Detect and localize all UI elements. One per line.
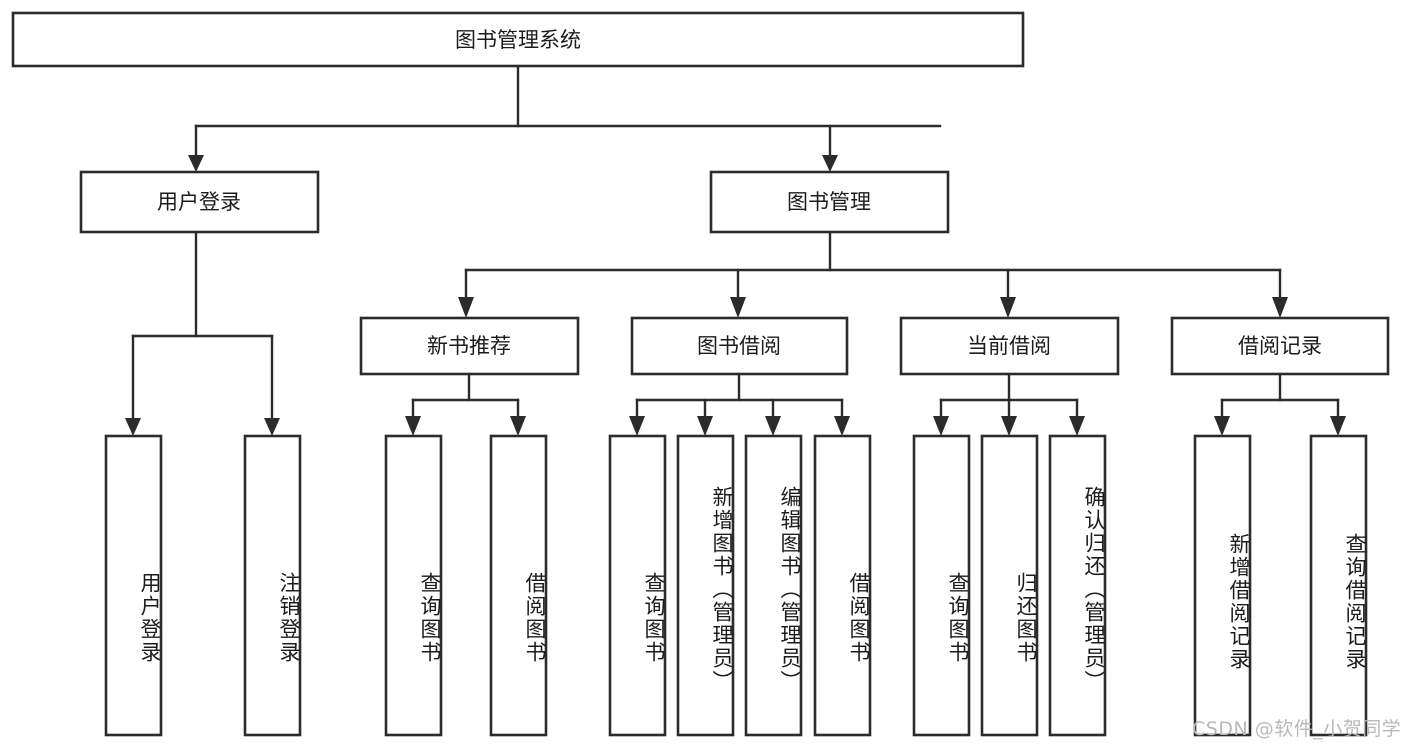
arrowhead-book-mgmt bbox=[822, 155, 838, 172]
arrowhead-borrowrecord-leaf-2 bbox=[1330, 416, 1346, 436]
arrowhead-book-borrow bbox=[730, 297, 746, 318]
node-box-leaf-record-add[interactable] bbox=[1193, 434, 1252, 737]
csdn-watermark: CSDN @软件_小贺同学 bbox=[1192, 718, 1402, 740]
arrowhead-leaf-logout bbox=[264, 418, 280, 436]
node-label-current-borrow: 当前借阅 bbox=[967, 334, 1051, 358]
arrowhead-user-login bbox=[188, 155, 204, 172]
arrowhead-newbook-leaf-1 bbox=[405, 416, 421, 436]
node-box-leaf-logout[interactable] bbox=[243, 434, 302, 737]
node-label-user-login: 用户登录 bbox=[157, 190, 241, 214]
node-box-leaf-borrow-lend[interactable] bbox=[813, 434, 872, 737]
node-box-leaf-newbook-borrow[interactable] bbox=[489, 434, 548, 737]
arrowhead-newbook-leaf-2 bbox=[510, 416, 526, 436]
node-box-root[interactable] bbox=[11, 11, 1025, 68]
node-box-new-book-recommend[interactable] bbox=[359, 316, 580, 376]
node-label-borrow-record: 借阅记录 bbox=[1238, 334, 1322, 358]
arrowhead-bookborrow-leaf-3 bbox=[765, 416, 781, 436]
node-box-book-management[interactable] bbox=[709, 170, 950, 234]
node-label-root: 图书管理系统 bbox=[455, 28, 581, 52]
node-box-current-borrow[interactable] bbox=[899, 316, 1120, 376]
node-box-user-login[interactable] bbox=[79, 170, 320, 234]
node-box-borrow-record[interactable] bbox=[1170, 316, 1390, 376]
node-box-leaf-record-query[interactable] bbox=[1309, 434, 1368, 737]
node-label-book-management: 图书管理 bbox=[787, 190, 871, 214]
node-box-leaf-borrow-edit[interactable] bbox=[744, 434, 803, 737]
connector-layer bbox=[125, 64, 1346, 436]
node-box-leaf-current-return[interactable] bbox=[980, 434, 1039, 737]
node-label-new-book-recommend: 新书推荐 bbox=[427, 334, 511, 358]
arrowhead-currentborrow-leaf-1 bbox=[933, 416, 949, 436]
arrowhead-bookborrow-leaf-2 bbox=[697, 416, 713, 436]
arrowhead-borrowrecord-leaf-1 bbox=[1214, 416, 1230, 436]
node-box-book-borrow[interactable] bbox=[630, 316, 849, 376]
arrowhead-current-borrow bbox=[1000, 297, 1016, 318]
node-box-leaf-borrow-add[interactable] bbox=[676, 434, 735, 737]
node-box-leaf-current-query[interactable] bbox=[912, 434, 971, 737]
arrowhead-bookborrow-leaf-1 bbox=[629, 416, 645, 436]
node-label-book-borrow: 图书借阅 bbox=[697, 334, 781, 358]
node-box-leaf-user-login[interactable] bbox=[104, 434, 163, 737]
arrowhead-bookborrow-leaf-4 bbox=[834, 416, 850, 436]
arrowhead-currentborrow-leaf-2 bbox=[1001, 416, 1017, 436]
node-box-leaf-newbook-query[interactable] bbox=[384, 434, 443, 737]
arrowhead-new-book bbox=[458, 297, 474, 318]
arrowhead-currentborrow-leaf-3 bbox=[1069, 416, 1085, 436]
node-box-leaf-current-confirm[interactable] bbox=[1048, 434, 1107, 737]
node-box-leaf-borrow-query[interactable] bbox=[608, 434, 667, 737]
arrowhead-leaf-user-login bbox=[125, 418, 141, 436]
node-layer: 图书管理系统 用户登录 图书管理 新书推荐 图书借阅 当前借阅 借阅记录 bbox=[11, 11, 1390, 737]
arrowhead-borrow-record bbox=[1272, 297, 1288, 318]
